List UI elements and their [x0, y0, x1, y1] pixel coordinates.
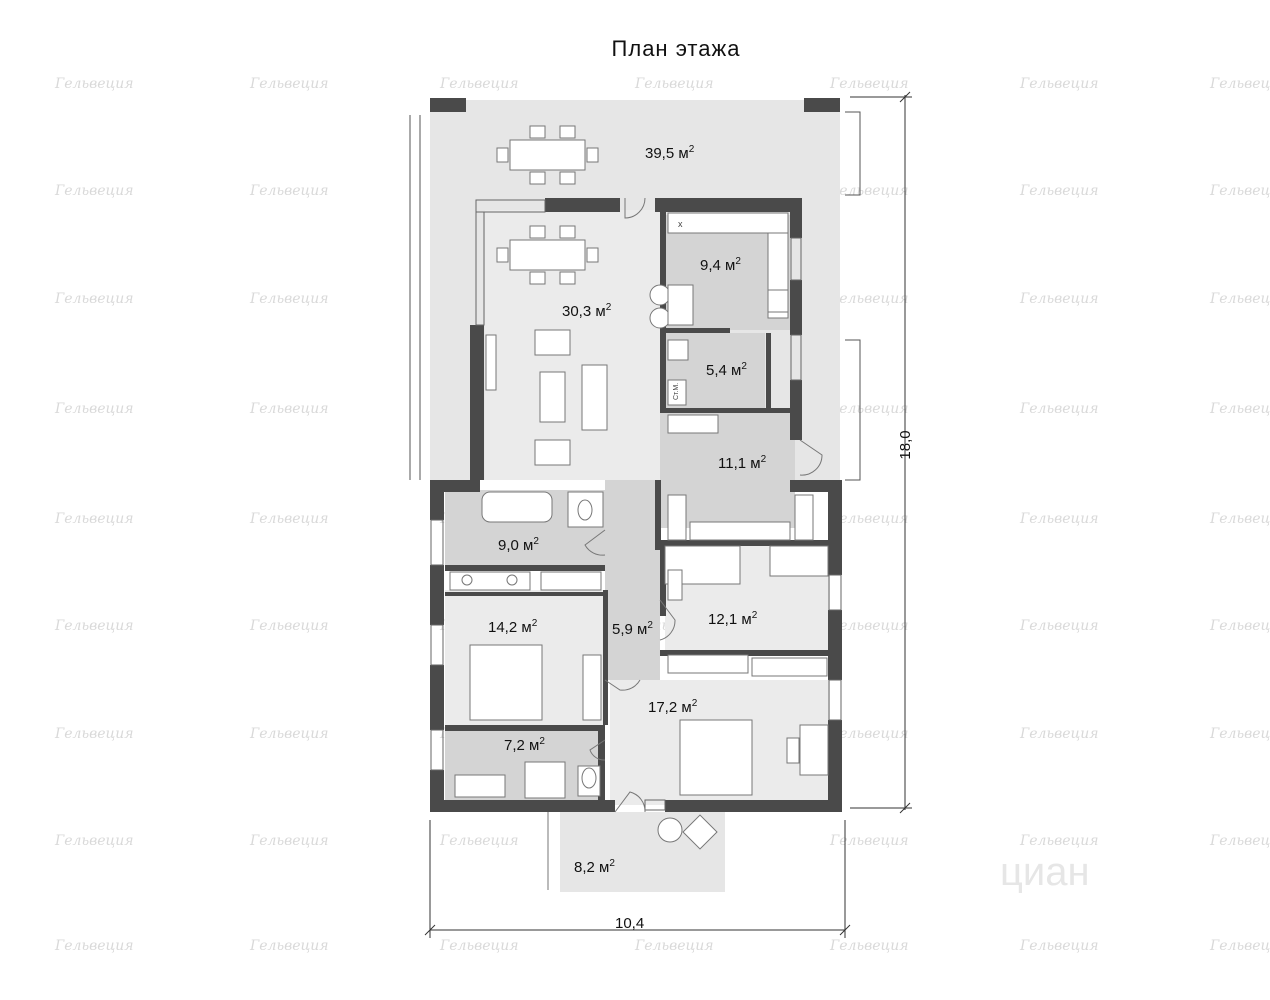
height-dimension: 18,0	[897, 430, 914, 459]
watermark-text: Гельвеция	[249, 291, 329, 307]
watermark-text: Гельвеция	[54, 938, 134, 954]
watermark-text: Гельвеция	[54, 618, 134, 634]
watermark-text: Гельвеция	[1019, 618, 1099, 634]
watermark-text: Гельвеция	[1019, 511, 1099, 527]
watermark-text: Гельвеция	[1209, 183, 1270, 199]
watermark-text: Гельвеция	[1209, 726, 1270, 742]
watermark-text: Гельвеция	[54, 833, 134, 849]
watermark-text: Гельвеция	[54, 76, 134, 92]
watermark-text: Гельвеция	[829, 76, 909, 92]
watermark-text: Гельвеция	[439, 938, 519, 954]
room-area-porch: 8,2 м2	[574, 858, 615, 876]
watermark-text: Гельвеция	[829, 726, 909, 742]
watermark-text: Гельвеция	[1019, 833, 1099, 849]
room-area-bedroom-2: 12,1 м2	[708, 610, 758, 628]
laundry-unit-label: Ст.М.	[673, 383, 680, 400]
watermark-text: Гельвеция	[1019, 401, 1099, 417]
living-room-furniture	[485, 284, 671, 466]
watermark-text: Гельвеция	[249, 618, 329, 634]
room-area-terrace-top: 39,5 м2	[645, 144, 695, 162]
room-area-bedroom-1: 14,2 м2	[488, 618, 538, 636]
watermark-text: Гельвеция	[1209, 618, 1270, 634]
watermark-text: Гельвеция	[829, 183, 909, 199]
wardrobes	[540, 414, 828, 721]
bedroom-furniture	[469, 545, 829, 796]
width-dimension: 10,4	[615, 915, 644, 932]
watermark-text: Гельвеция	[54, 291, 134, 307]
watermark-text: Гельвеция	[54, 726, 134, 742]
watermark-text: Гельвеция	[1019, 938, 1099, 954]
watermark-text: Гельвеция	[54, 401, 134, 417]
watermark-text: Гельвеция	[1019, 76, 1099, 92]
watermark-text: Гельвеция	[1209, 511, 1270, 527]
terrace-corner-left	[430, 98, 466, 112]
room-area-bathroom-2: 7,2 м2	[504, 736, 545, 754]
watermark-text: Гельвеция	[1209, 401, 1270, 417]
watermark-text: Гельвеция	[1019, 726, 1099, 742]
dimension-lines	[424, 91, 912, 938]
watermark-text: Гельвеция	[249, 511, 329, 527]
room-area-living-room: 30,3 м2	[562, 302, 612, 320]
room-area-corridor: 5,9 м2	[612, 620, 653, 638]
doors	[584, 197, 823, 813]
windows	[430, 199, 842, 811]
watermark-text: Гельвеция	[829, 401, 909, 417]
watermark-text: Гельвеция	[249, 833, 329, 849]
watermark-text: Гельвеция	[1019, 183, 1099, 199]
watermark-text: Гельвеция	[1209, 833, 1270, 849]
watermark-text: Гельвеция	[1209, 291, 1270, 307]
terrace-dining-table	[496, 125, 599, 185]
watermark-text: Гельвеция	[54, 183, 134, 199]
living-dining-table	[496, 225, 599, 285]
watermark-text: Гельвеция	[249, 401, 329, 417]
bathroom-1-fixtures	[449, 491, 604, 591]
watermark-text: Гельвеция	[249, 726, 329, 742]
watermark-text: Гельвеция	[829, 511, 909, 527]
brand-watermark: циан	[1000, 850, 1090, 894]
room-area-laundry: 5,4 м2	[706, 361, 747, 379]
laundry-furniture	[667, 339, 689, 406]
watermark-text: Гельвеция	[249, 938, 329, 954]
porch-furniture	[547, 812, 718, 890]
watermark-text: Гельвеция	[439, 833, 519, 849]
room-area-hall: 11,1 м2	[718, 454, 767, 472]
room-area-kitchen: 9,4 м2	[700, 256, 741, 274]
room-area-bathroom-1: 9,0 м2	[498, 536, 539, 554]
terrace-corner-right	[804, 98, 840, 112]
watermark-text: Гельвеция	[829, 938, 909, 954]
watermark-text: Гельвеция	[54, 511, 134, 527]
watermark-text: Гельвеция	[1019, 291, 1099, 307]
corridor-floor	[605, 480, 660, 680]
kitchen-furniture	[667, 212, 789, 326]
stove-label: x	[678, 219, 683, 229]
watermark-text: Гельвеция	[829, 833, 909, 849]
room-area-bedroom-3: 17,2 м2	[648, 698, 698, 716]
watermark-text: Гельвеция	[829, 618, 909, 634]
watermark-text: Гельвеция	[439, 76, 519, 92]
bathroom-2-fixtures	[454, 761, 601, 799]
watermark-text: Гельвеция	[634, 76, 714, 92]
watermark-text: Гельвеция	[249, 76, 329, 92]
watermark-text: Гельвеция	[1209, 938, 1270, 954]
watermark-text: Гельвеция	[829, 291, 909, 307]
watermark-text: Гельвеция	[634, 938, 714, 954]
watermark-text: Гельвеция	[1209, 76, 1270, 92]
walls	[430, 198, 842, 812]
plan-title: План этажа	[611, 36, 741, 61]
watermark-text: Гельвеция	[249, 183, 329, 199]
